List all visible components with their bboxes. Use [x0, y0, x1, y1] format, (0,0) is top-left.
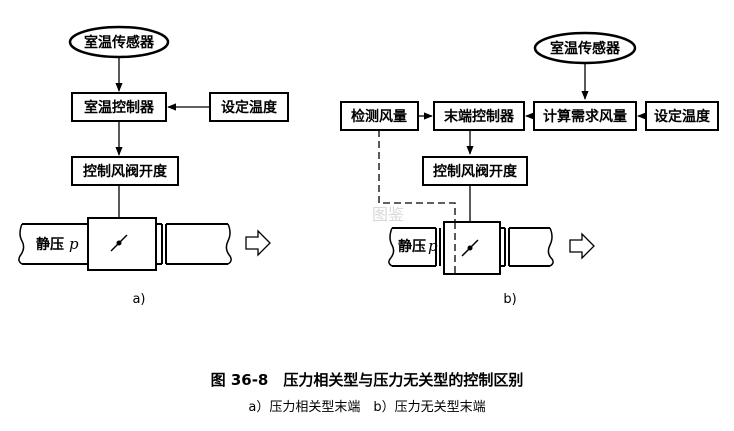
terminal-controller-b-label: 末端控制器 — [444, 108, 515, 125]
duct-a: 静压 p — [18, 217, 232, 271]
detect-airflow-b: 检测风量 — [340, 101, 419, 131]
duct-b: 静压 p — [388, 221, 554, 275]
setpoint-b-label: 设定温度 — [654, 108, 711, 125]
damper-pivot-b — [467, 245, 473, 251]
room-temp-sensor-b-label: 室温传感器 — [550, 40, 621, 57]
room-temp-controller-a-label: 室温控制器 — [84, 99, 155, 116]
calc-airflow-b-label: 计算需求风量 — [543, 108, 627, 125]
calc-airflow-b: 计算需求风量 — [533, 101, 637, 131]
figure-caption-subtitle: a）压力相关型末端 b）压力无关型末端 — [248, 400, 485, 415]
setpoint-a: 设定温度 — [209, 92, 289, 122]
valve-control-b: 控制风阀开度 — [422, 156, 528, 186]
pressure-var-b: p — [428, 237, 438, 255]
watermark: 图鉴 — [372, 205, 404, 224]
diagram-b: 室温传感器 检测风量 末端控制器 计算需求风量 设定温度 控制风阀开度 — [340, 31, 719, 307]
figure-caption-title: 图 36-8 压力相关型与压力无关型的控制区别 — [211, 371, 524, 389]
room-temp-controller-a: 室温控制器 — [71, 92, 167, 122]
flow-arrow-a — [245, 229, 271, 257]
valve-control-a: 控制风阀开度 — [71, 156, 179, 186]
valve-control-a-label: 控制风阀开度 — [83, 163, 168, 180]
valve-control-b-label: 控制风阀开度 — [433, 163, 518, 180]
diagram-a: 室温传感器 室温控制器 设定温度 控制风阀开度 — [18, 25, 289, 307]
detect-airflow-b-label: 检测风量 — [351, 108, 407, 125]
static-pressure-b-label: 静压 — [398, 238, 426, 255]
flow-arrow-b — [569, 232, 595, 260]
room-temp-sensor-a: 室温传感器 — [68, 25, 170, 59]
static-pressure-a-label: 静压 — [36, 236, 64, 253]
pressure-var-a: p — [69, 235, 79, 253]
room-temp-sensor-b: 室温传感器 — [533, 31, 637, 65]
terminal-controller-b: 末端控制器 — [433, 101, 525, 131]
damper-pivot-a — [116, 240, 122, 246]
sub-label-a: a) — [132, 292, 145, 307]
setpoint-a-label: 设定温度 — [221, 99, 278, 116]
setpoint-b: 设定温度 — [645, 101, 719, 131]
sub-label-b: b) — [503, 292, 516, 307]
room-temp-sensor-a-label: 室温传感器 — [84, 34, 155, 51]
